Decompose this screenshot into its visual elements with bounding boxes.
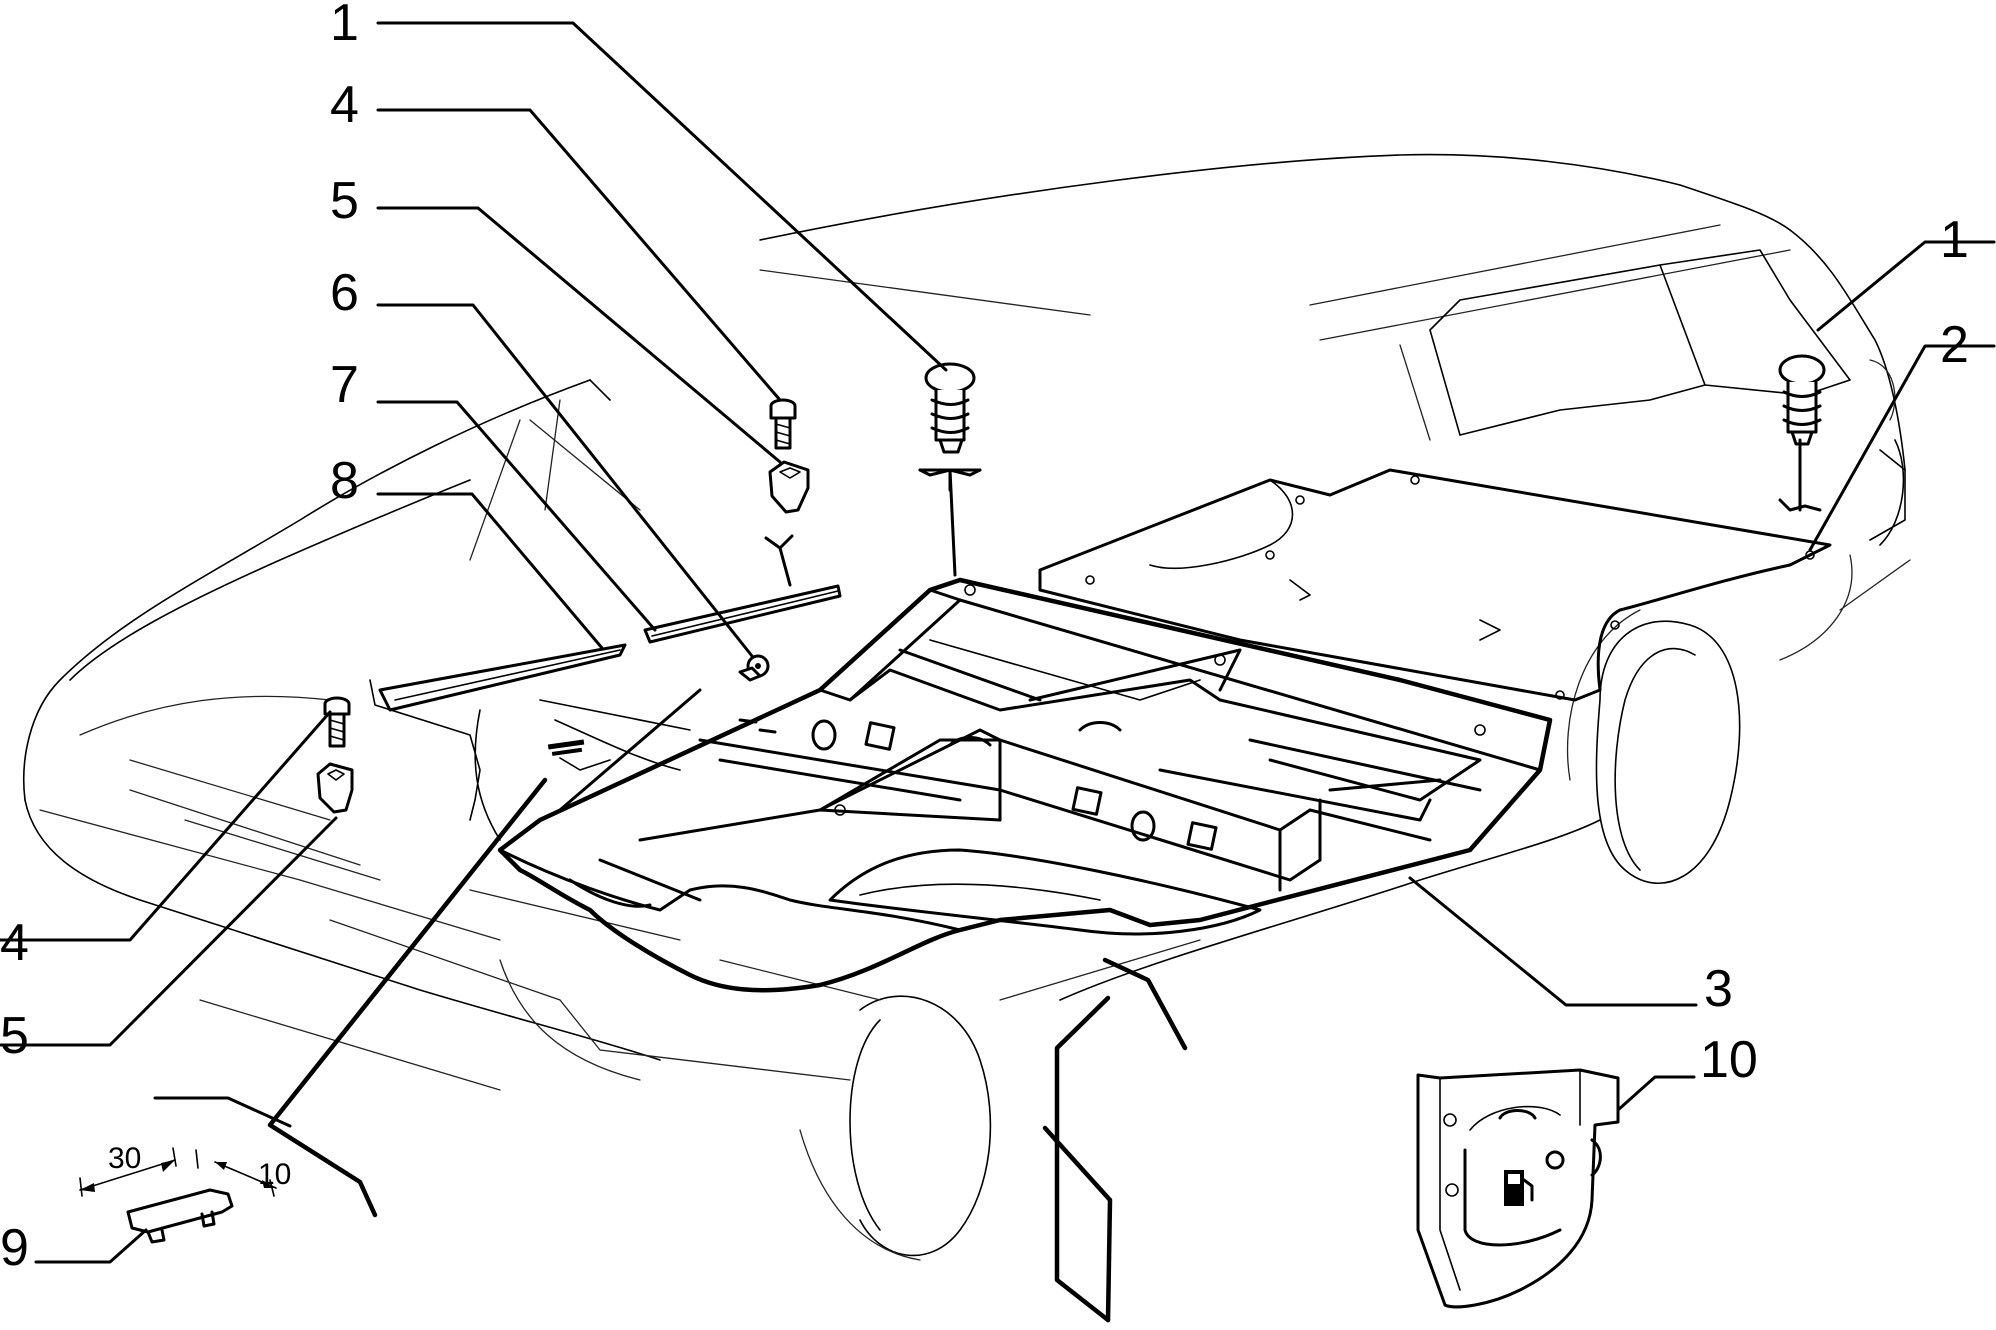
clip-lower [316, 762, 354, 814]
push-stud-center [924, 362, 976, 454]
screw-lower [323, 696, 351, 748]
fuel-filler-housing [1416, 1068, 1620, 1309]
dimension-width-label: 30 [108, 1142, 141, 1175]
leader-lines [0, 21, 1996, 1323]
screw-upper [769, 398, 797, 450]
callout-7: 7 [330, 356, 359, 414]
callout-5-lower: 5 [0, 1007, 29, 1065]
callout-2: 2 [1940, 316, 1969, 374]
callout-6: 6 [330, 264, 359, 322]
callout-4-top: 4 [330, 76, 359, 134]
callout-5-top: 5 [330, 172, 359, 230]
callout-10: 10 [1700, 1031, 1758, 1089]
trunk-floor-assembly [497, 468, 1832, 993]
callout-labels: 1 4 5 6 7 8 1 2 3 10 4 5 9 30 10 [0, 0, 1969, 1277]
fasteners [126, 354, 1826, 1309]
side-trim-strips [369, 584, 842, 841]
cover-plate [126, 1188, 234, 1244]
callout-4-lower: 4 [0, 914, 29, 972]
push-stud-right [1778, 354, 1826, 446]
fastener-small [738, 654, 770, 682]
car-body-outline [22, 153, 1911, 1261]
dimension-offset-label: 10 [258, 1158, 291, 1191]
callout-9: 9 [0, 1219, 29, 1277]
callout-3: 3 [1704, 960, 1733, 1018]
callout-8: 8 [330, 452, 359, 510]
callout-1-top: 1 [330, 0, 359, 52]
clip-upper [768, 460, 810, 514]
callout-1-right: 1 [1940, 211, 1969, 269]
